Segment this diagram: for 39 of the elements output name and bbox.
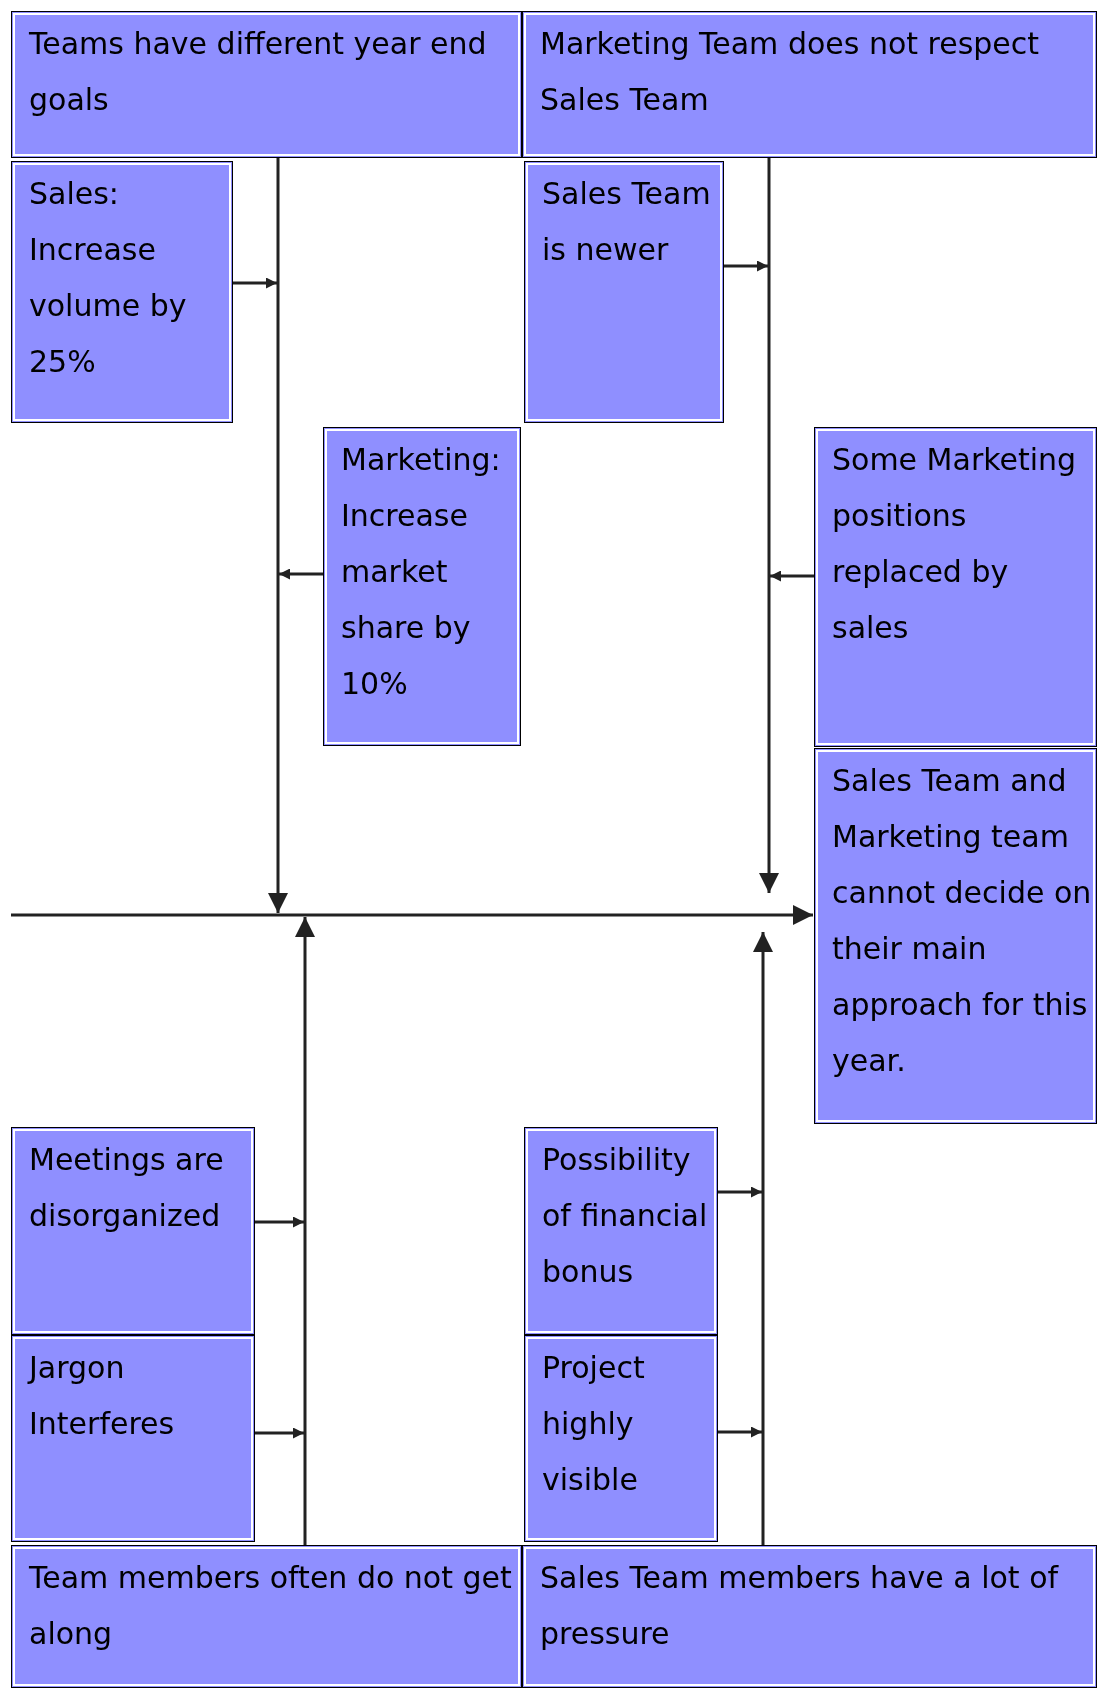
cause-text: Team members often do not get along <box>29 1559 513 1653</box>
arrow <box>724 260 768 272</box>
cause-box <box>11 1127 255 1335</box>
cause-text: Sales Team is newer <box>542 175 712 269</box>
cause-text: Project highly visible <box>542 1349 646 1499</box>
cause-text: Teams have different year end goals <box>29 25 488 119</box>
cause-box <box>323 427 521 746</box>
cause-box <box>11 1335 255 1542</box>
bone-arrow <box>759 158 779 893</box>
cause-box <box>814 427 1097 747</box>
arrow <box>255 1427 304 1439</box>
arrow <box>255 1216 304 1228</box>
cause-box <box>524 1335 718 1542</box>
arrow <box>770 570 814 582</box>
cause-text: Possibility of financial bonus <box>542 1141 709 1291</box>
cause-box <box>522 1545 1097 1688</box>
cause-box <box>11 11 522 158</box>
bone-arrow <box>268 158 288 913</box>
cause-text: Sales: Increase volume by 25% <box>29 175 188 381</box>
cause-text: Jargon Interferes <box>29 1349 176 1443</box>
cause-text: Sales Team and Marketing team cannot decide on their main approach for this year. <box>832 762 1093 1080</box>
effect-box <box>814 748 1097 1124</box>
cause-text: Marketing: Increase market share by 10% <box>341 441 502 703</box>
cause-box <box>11 161 233 423</box>
cause-box <box>522 11 1097 158</box>
cause-box <box>524 161 724 423</box>
cause-box <box>524 1127 718 1335</box>
bone-arrow <box>295 917 315 1545</box>
cause-text: Marketing Team does not respect Sales Team <box>540 25 1041 119</box>
arrow <box>233 277 277 289</box>
spine-arrow <box>11 905 813 925</box>
cause-text: Meetings are disorganized <box>29 1141 225 1235</box>
cause-text: Sales Team members have a lot of pressure <box>540 1559 1060 1653</box>
arrow <box>718 1186 762 1198</box>
cause-text: Some Marketing positions replaced by sales <box>832 441 1078 647</box>
arrow <box>718 1426 762 1438</box>
arrow <box>279 568 323 580</box>
bone-arrow <box>753 932 773 1545</box>
cause-box <box>11 1545 522 1688</box>
